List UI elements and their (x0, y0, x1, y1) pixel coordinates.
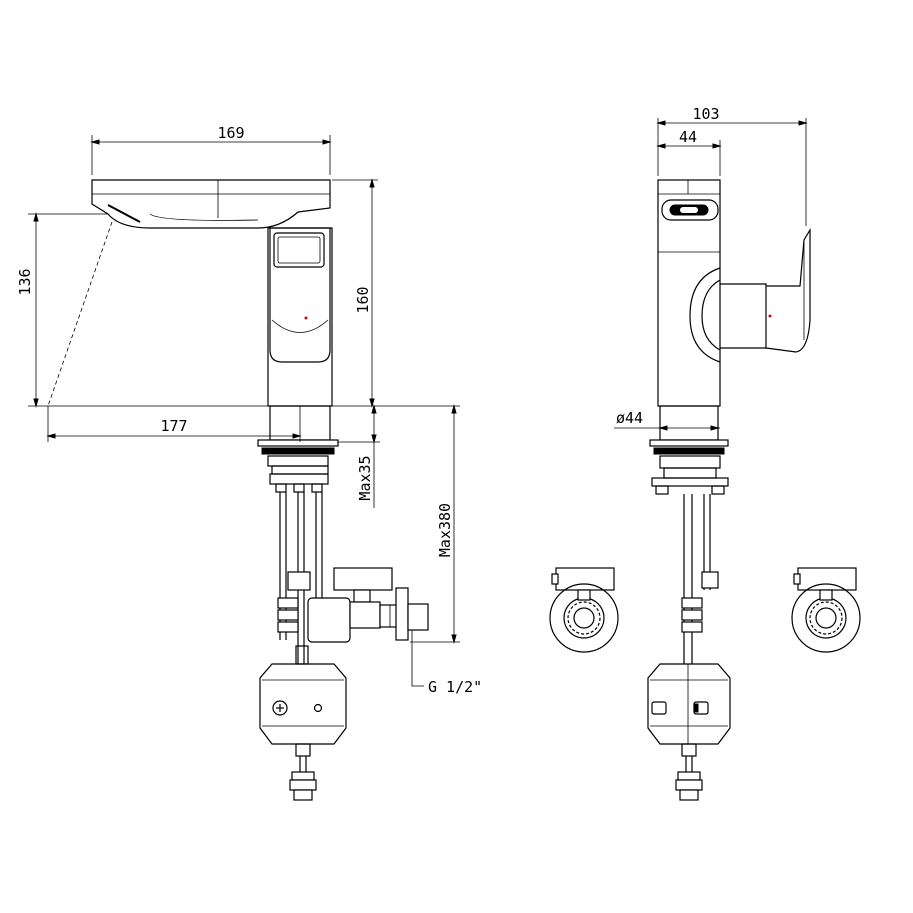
valve-view-right (791, 567, 861, 653)
dim-body-height: 160 (332, 178, 378, 408)
indicator-dot (304, 316, 308, 320)
dim-max-hose: Max380 (410, 404, 460, 644)
label-169: 169 (217, 124, 244, 142)
label-thread: G 1/2" (428, 678, 482, 696)
dim-spout-height: 136 (16, 212, 108, 408)
label-max380: Max380 (436, 503, 454, 557)
label-103: 103 (692, 105, 719, 123)
dim-base-diameter: ø44 (614, 409, 720, 431)
aerator-outlet (107, 204, 141, 223)
valve-view-left (549, 567, 619, 653)
label-max35: Max35 (356, 455, 374, 500)
handle (269, 227, 331, 363)
label-d44: ø44 (616, 409, 643, 427)
front-view: 169 136 160 177 (16, 124, 482, 801)
handle-window (273, 232, 325, 268)
side-indicator-dot (768, 314, 772, 318)
label-136: 136 (16, 268, 34, 295)
filter-block (259, 645, 347, 801)
side-view: 103 44 ø44 (614, 105, 811, 801)
angle-valve (307, 567, 429, 643)
side-lever (765, 227, 811, 353)
water-flow-line (47, 221, 113, 407)
thread-callout: G 1/2" (411, 630, 482, 696)
label-44: 44 (679, 128, 697, 146)
dim-side-partial: 44 (656, 128, 722, 176)
label-160: 160 (354, 286, 372, 313)
aerator-icon (661, 199, 719, 221)
side-handle-hub (689, 267, 721, 363)
dim-side-width: 103 (656, 105, 808, 226)
hose-nut (287, 571, 311, 591)
spout-body (91, 179, 331, 229)
label-177: 177 (160, 417, 187, 435)
deck-plate (257, 439, 339, 447)
side-filter-block (647, 663, 731, 801)
dim-spout-length: 169 (90, 124, 332, 175)
dim-max-deck: Max35 (338, 404, 380, 508)
dim-reach: 177 (46, 406, 302, 442)
